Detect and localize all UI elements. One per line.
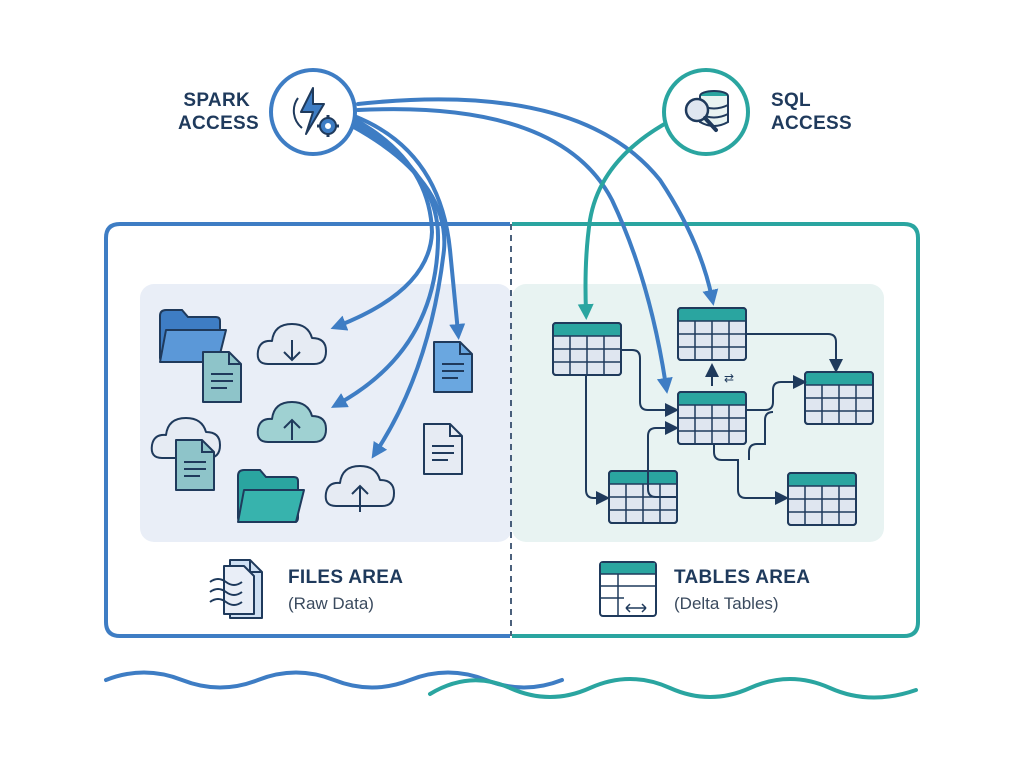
sql-label-line1: SQL [771,90,811,111]
sql-access-node [662,68,750,156]
delta-table-icon [787,472,857,526]
delta-table-icon [677,307,747,361]
tables-area-subtitle: (Delta Tables) [674,594,779,613]
spark-access-arrows [330,97,719,459]
spark-access-node [269,68,357,156]
files-area-title: FILES AREA [288,567,404,588]
files-panel [140,284,512,542]
sql-access-arrow [577,120,670,320]
document-icon [423,423,463,475]
delta-table-icon [677,391,747,445]
tables-area-title: TABLES AREA [674,567,811,588]
delta-table-icon [804,371,874,425]
document-icon [202,351,242,403]
delta-table-icon [552,322,622,376]
tables-area-border [512,222,920,638]
cloud-upload-icon [256,401,327,443]
teal-wave [428,677,918,700]
sql-label-line2: ACCESS [771,113,852,134]
spark-label: SPARK ACCESS [178,89,259,135]
table-lineage-lines [585,333,843,505]
document-icon [433,341,473,393]
files-area-border [104,222,510,638]
blue-wave [104,670,564,690]
document-icon [175,439,215,491]
files-area-subtitle: (Raw Data) [288,594,374,613]
cloud-download-icon [256,323,327,365]
database-search-icon [684,90,729,132]
sync-icon: ⇄ [724,371,734,385]
folder-icon [237,469,305,523]
spark-gear-icon [292,87,339,137]
spark-label-line1: SPARK [183,90,250,111]
sql-label: SQL ACCESS [771,89,852,135]
cloud-upload-icon [324,465,395,512]
spark-label-line2: ACCESS [178,113,259,134]
delta-table-icon [599,561,657,617]
raw-files-icon [209,559,263,619]
